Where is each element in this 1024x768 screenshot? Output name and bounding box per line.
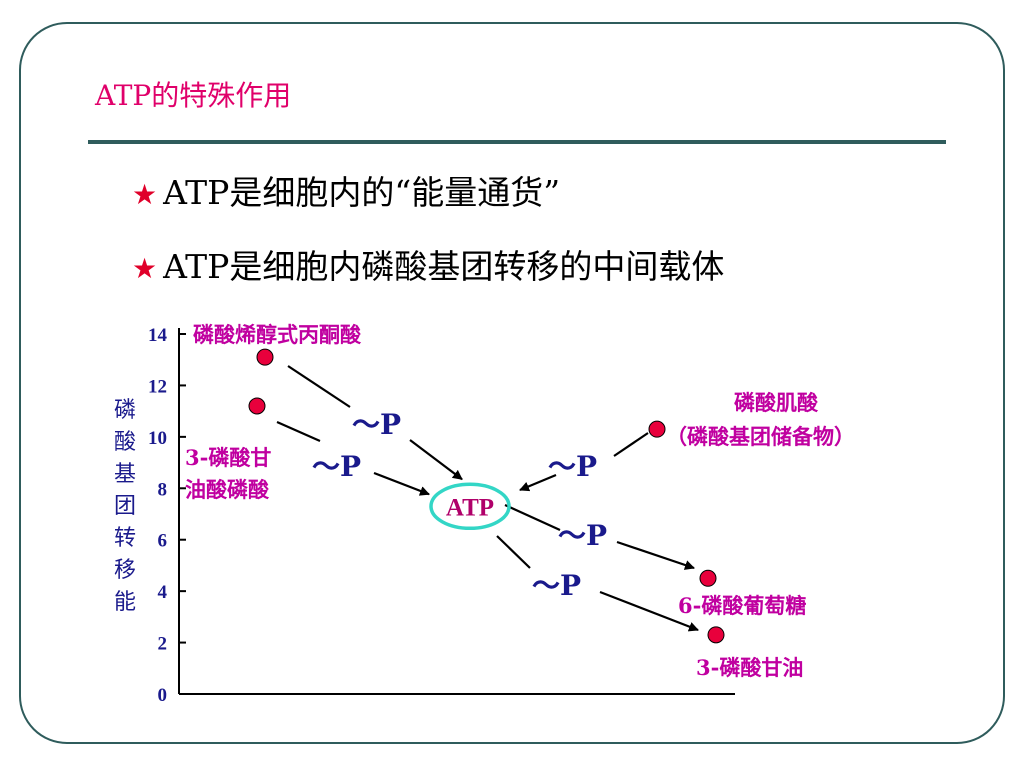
chart-axes: 0 2 4 6 8 10 12 14 [148,325,735,706]
y-axis-label-char: 移 [113,558,136,583]
bullet-text: ATP是细胞内磷酸基团转移的中间载体 [163,247,725,286]
label-g3p: 3-磷酸甘油 [696,655,803,680]
bullet-energy-currency: ★ATP是细胞内的“能量通货” [132,166,560,214]
label-bpg-line1: 3-磷酸甘 [185,445,271,470]
label-pep: 磷酸烯醇式丙酮酸 [193,322,362,347]
title-divider [88,140,946,144]
transfer-p-label: ～P [558,519,607,552]
y-tick-label: 10 [148,428,167,449]
y-axis-label-char: 酸 [113,430,136,455]
y-tick-label: 12 [148,376,167,397]
label-g6p: 6-磷酸葡萄糖 [678,593,806,618]
star-icon: ★ [132,252,158,285]
arrow-atp-g6p-segment [504,503,561,532]
arrow-atp-to-g3p [599,590,699,632]
y-tick-label: 14 [148,325,168,346]
y-axis-label-char: 转 [113,526,136,551]
y-tick-label: 0 [158,685,168,706]
transfer-p-label: ～P [532,569,581,602]
data-point [699,569,717,587]
bullet-text: ATP是细胞内的“能量通货” [163,173,561,212]
arrow-atp-to-g6p [616,540,695,570]
transfer-p-label: ～P [352,408,401,441]
arrow-atp-g3p-segment [496,535,531,569]
transfer-arrows [276,365,699,632]
y-tick-label: 4 [158,582,168,603]
slide-frame [19,22,1005,744]
arrow-pep-to-atp [409,439,463,481]
data-point [256,348,274,366]
arrow-cp-segment [613,432,649,457]
transfer-p-label: ～P [312,450,361,483]
atp-ellipse [429,482,511,531]
data-points [248,348,725,644]
arrow-bpg-to-atp [373,471,430,496]
y-tick-label: 6 [158,531,168,552]
arrow-cp-to-atp [519,473,557,492]
atp-label: ATP [446,494,494,521]
y-axis-label-char: 磷 [113,398,136,423]
data-point [648,420,666,438]
y-axis-label-char: 基 [113,462,136,487]
bullet-phosphate-carrier: ★ATP是细胞内磷酸基团转移的中间载体 [132,240,724,288]
arrow-pep-segment [287,365,351,408]
y-tick-label: 2 [158,634,168,655]
y-axis-label-char: 团 [113,494,136,519]
y-tick-label: 8 [158,479,168,500]
data-point [707,626,725,644]
y-axis-label-char: 能 [113,590,136,615]
label-cp-line2: （磷酸基团储备物） [666,424,855,449]
transfer-p-label: ～P [548,450,597,483]
data-point [248,397,266,415]
label-cp-line1: 磷酸肌酸 [734,390,819,415]
slide-title: ATP的特殊作用 [95,79,292,112]
arrow-bpg-segment [276,420,321,443]
star-icon: ★ [132,178,158,211]
label-bpg-line2: 油酸磷酸 [185,477,270,502]
